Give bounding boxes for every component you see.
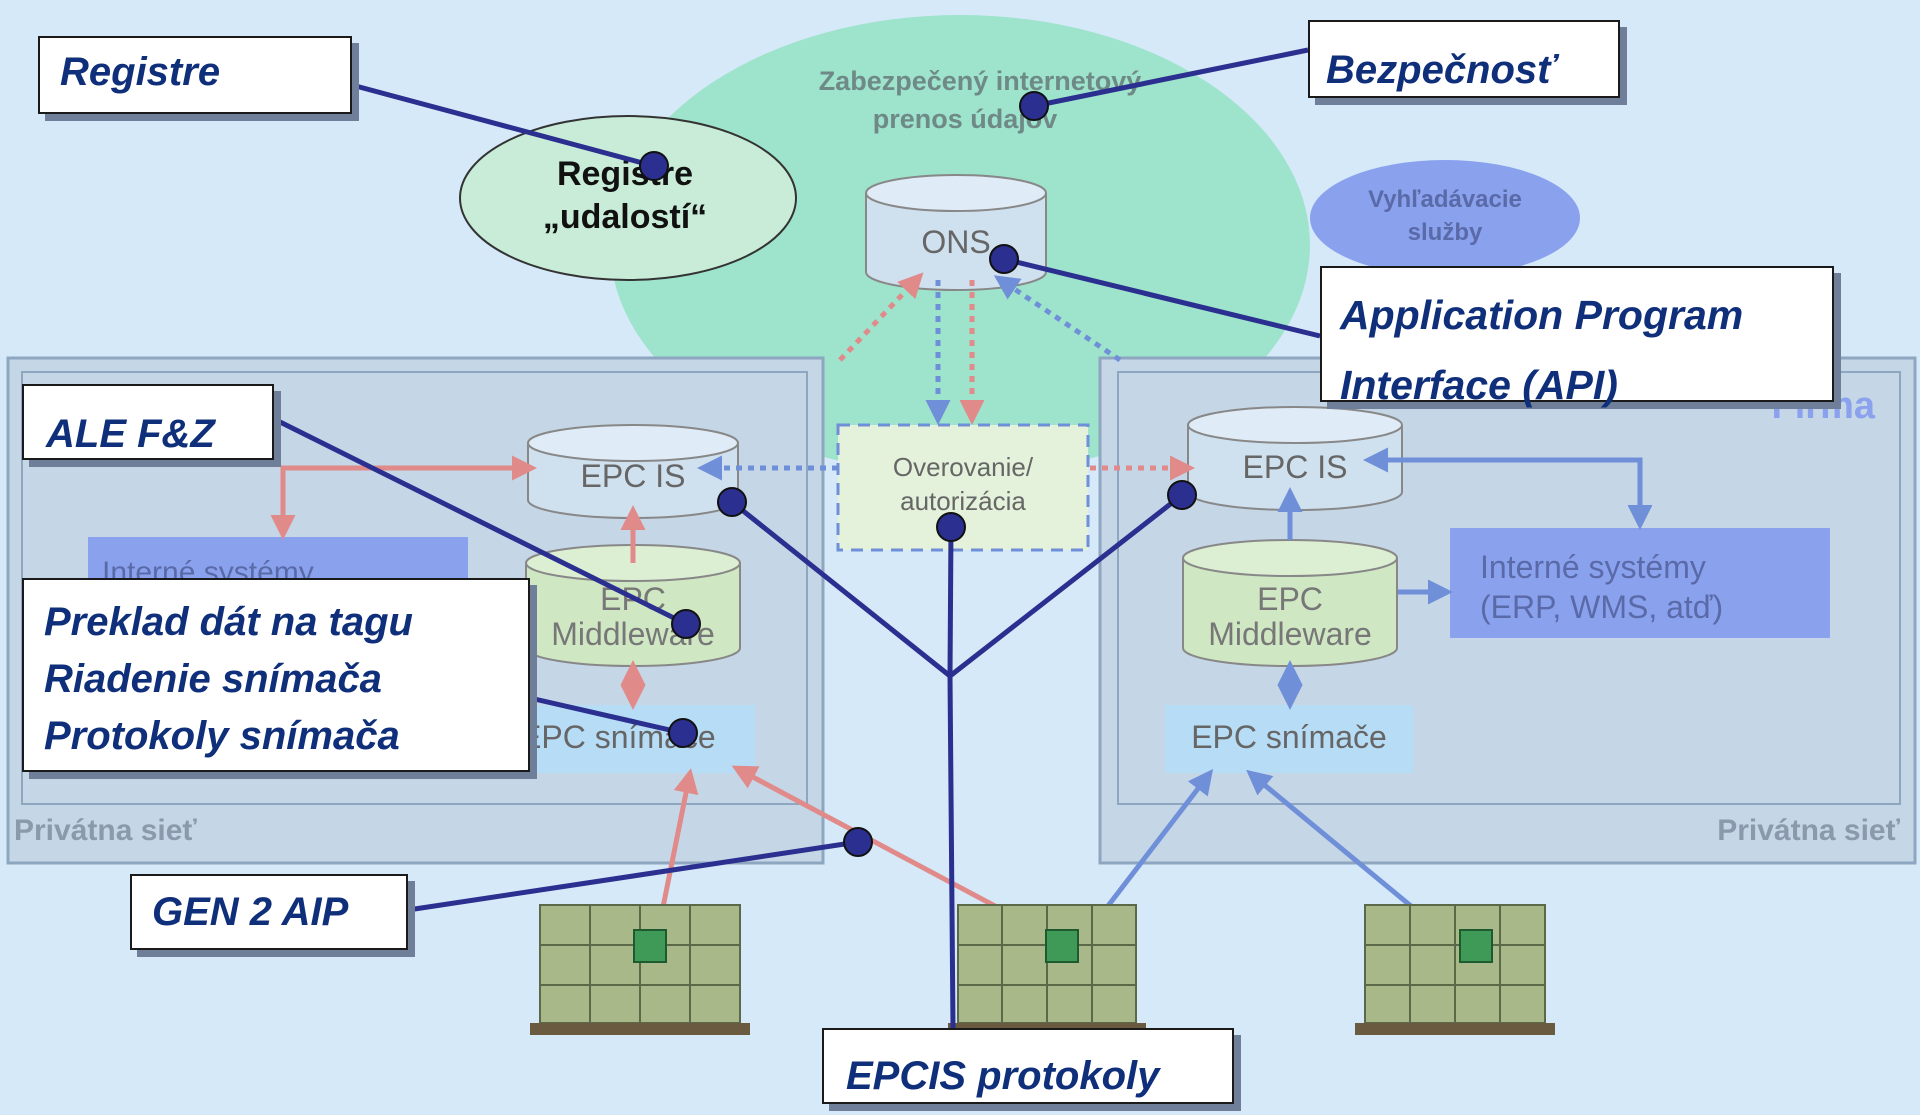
right-internal-systems-label-2: (ERP, WMS, atď) bbox=[1480, 589, 1723, 625]
right-middleware-label-2: Middleware bbox=[1208, 616, 1372, 652]
connector-dot-icon bbox=[1167, 480, 1197, 510]
callout-registre-text: Registre bbox=[60, 50, 221, 94]
auth-label-1: Overovanie/ bbox=[893, 452, 1034, 482]
left-epc-is-database: EPC IS bbox=[527, 424, 739, 519]
callout-api: Application Program Interface (API) bbox=[1320, 266, 1834, 408]
right-middleware-database: EPC Middleware bbox=[1182, 539, 1398, 667]
callout-bezpecnost-text: Bezpečnosť bbox=[1326, 48, 1557, 92]
callout-bezpecnost: Bezpečnosť bbox=[1308, 20, 1620, 98]
callout-connectors bbox=[270, 47, 1321, 1029]
left-epc-is-label: EPC IS bbox=[581, 458, 686, 494]
rfid-tag-icon bbox=[1045, 929, 1079, 963]
connector-dot-icon bbox=[671, 609, 701, 639]
event-registry-label-2: „udalostí“ bbox=[543, 198, 707, 236]
right-internal-systems-label-1: Interné systémy bbox=[1480, 549, 1706, 585]
connector-dot-icon bbox=[668, 718, 698, 748]
callout-gen2: GEN 2 AIP bbox=[130, 874, 408, 950]
rfid-tag-icon bbox=[633, 929, 667, 963]
connector-dot-icon bbox=[936, 512, 966, 542]
event-registry-label-1: Registre bbox=[557, 155, 693, 193]
connector-dots bbox=[639, 91, 1197, 857]
auth-label-2: autorizácia bbox=[900, 486, 1026, 516]
callout-registre: Registre bbox=[38, 36, 352, 114]
callout-epcis-text: EPCIS protokoly bbox=[846, 1054, 1160, 1098]
left-readers-box bbox=[535, 705, 755, 773]
search-services bbox=[1310, 160, 1580, 276]
pallet-right-icon bbox=[1355, 904, 1555, 1035]
right-readers-box bbox=[1165, 705, 1413, 773]
right-epc-is-label: EPC IS bbox=[1243, 449, 1348, 485]
left-network-label: Privátna sieť bbox=[14, 814, 197, 847]
callout-ale: ALE F&Z bbox=[22, 384, 274, 460]
callout-epcis: EPCIS protokoly bbox=[822, 1028, 1234, 1104]
callout-api-text-1: Application Program bbox=[1340, 292, 1744, 338]
right-epc-is-database: EPC IS bbox=[1187, 406, 1403, 511]
search-services-label-1: Vyhľadávacie bbox=[1368, 186, 1522, 213]
connector-dot-icon bbox=[843, 827, 873, 857]
connector-dot-icon bbox=[1019, 91, 1049, 121]
right-readers-label: EPC snímače bbox=[1191, 719, 1387, 755]
ons-database: ONS bbox=[865, 174, 1047, 291]
callout-preklad-text-3: Protokoly snímača bbox=[44, 714, 400, 758]
callout-gen2-text: GEN 2 AIP bbox=[152, 890, 349, 934]
search-services-label-2: služby bbox=[1408, 219, 1483, 246]
connector-dot-icon bbox=[989, 244, 1019, 274]
event-registry bbox=[459, 115, 797, 281]
pallet-left-icon bbox=[530, 904, 750, 1035]
right-network-label: Privátna sieť bbox=[1717, 814, 1900, 847]
callout-api-text-2: Interface (API) bbox=[1340, 362, 1618, 408]
right-internal-systems bbox=[1450, 528, 1830, 638]
internet-zone-label-1: Zabezpečený internetový bbox=[819, 66, 1142, 96]
callout-preklad-text-2: Riadenie snímača bbox=[44, 657, 382, 701]
connector-dot-icon bbox=[639, 151, 669, 181]
right-middleware-label-1: EPC bbox=[1257, 581, 1323, 617]
ons-label: ONS bbox=[921, 224, 990, 260]
callout-preklad-text-1: Preklad dát na tagu bbox=[44, 600, 413, 644]
connector-dot-icon bbox=[717, 487, 747, 517]
rfid-tag-icon bbox=[1459, 929, 1493, 963]
callout-preklad: Preklad dát na tagu Riadenie snímača Pro… bbox=[22, 578, 530, 772]
callout-ale-text: ALE F&Z bbox=[46, 412, 215, 456]
pallet-center-icon bbox=[948, 904, 1146, 1035]
